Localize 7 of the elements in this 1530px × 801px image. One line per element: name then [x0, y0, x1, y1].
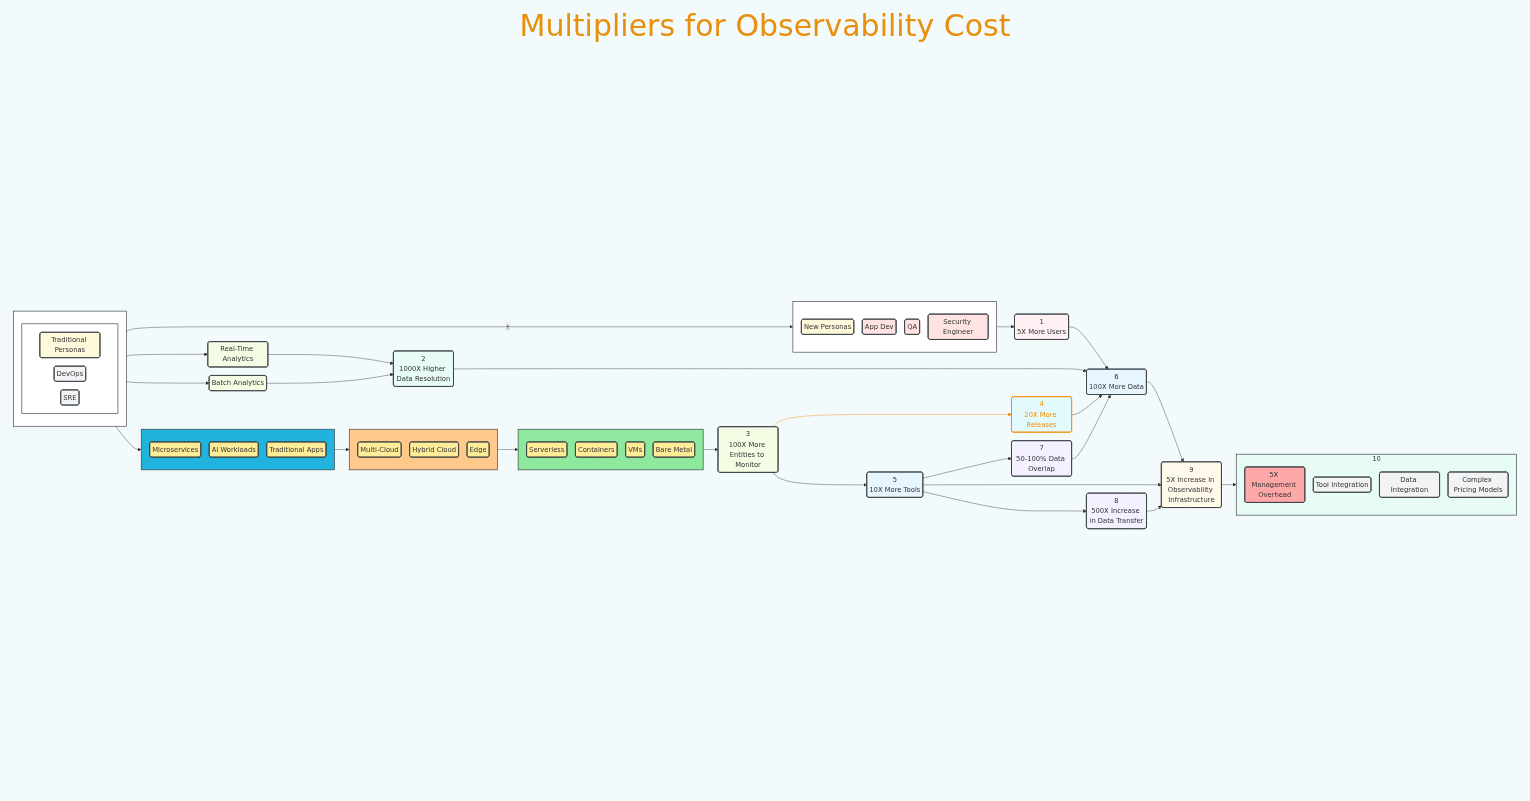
cluster [21, 323, 119, 415]
cluster [13, 311, 127, 428]
cluster [140, 429, 335, 471]
cluster [792, 301, 997, 353]
diagram-title: Multipliers for Observability Cost [518, 8, 1012, 43]
cluster [348, 429, 498, 471]
cluster [517, 429, 704, 471]
